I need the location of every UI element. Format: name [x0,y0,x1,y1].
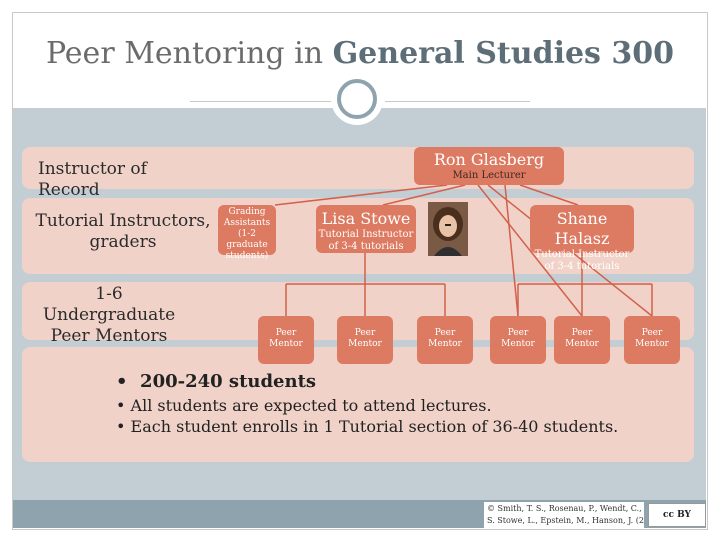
peer-mentor-line1: Peer [508,328,529,338]
peer-mentor-line2: Mentor [501,339,535,349]
main-lecturer-role: Main Lecturer [414,170,564,182]
student-count-text: 200-240 students [140,371,316,392]
cc-license-badge[interactable]: cc BY [648,503,706,527]
citation: © Smith, T. S., Rosenau, P., Wendt, C., … [484,502,644,528]
shane-role-line1: Tutorial Instructor [530,249,634,261]
citation-line2: S. Stowe, L., Epstein, M., Hanson, J. (2… [487,516,644,525]
box-main-lecturer: Ron Glasberg Main Lecturer [414,147,564,185]
instructor-photo [428,202,468,256]
grading-line1: Grading [218,207,276,218]
sections-text: Each student enrolls in 1 Tutorial secti… [131,417,619,436]
peer-mentor-line2: Mentor [428,339,462,349]
citation-line1: © Smith, T. S., Rosenau, P., Wendt, C., … [487,504,644,513]
lectures-text: All students are expected to attend lect… [131,396,492,415]
peer-mentor-line2: Mentor [269,339,303,349]
grading-line3: (1-2 graduate [218,229,276,251]
student-bullets: • 200-240 students • All students are ex… [116,370,618,437]
peer-mentor-line1: Peer [276,328,297,338]
peer-mentor-line2: Mentor [565,339,599,349]
grading-line2: Assistants [218,218,276,229]
peer-mentor-line1: Peer [355,328,376,338]
box-grading-assistants: Grading Assistants (1-2 graduate student… [218,205,276,255]
lisa-name: Lisa Stowe [316,209,416,229]
main-lecturer-name: Ron Glasberg [414,150,564,170]
lisa-role-line2: of 3-4 tutorials [316,241,416,253]
link-lisa-bus [286,252,445,316]
link-main-shane [520,185,578,205]
portrait-image [428,202,468,256]
peer-mentor-line1: Peer [642,328,663,338]
bullet-student-count: • 200-240 students [116,370,618,394]
box-lisa-stowe: Lisa Stowe Tutorial Instructor of 3-4 tu… [316,205,416,253]
peer-mentor-line1: Peer [435,328,456,338]
peer-mentor-line2: Mentor [635,339,669,349]
box-shane-halasz: Shane Halasz Tutorial Instructor of 3-4 … [530,205,634,253]
cc-license-label: cc BY [663,510,691,520]
shane-name: Shane Halasz [530,209,634,249]
grading-line4: students) [218,251,276,262]
peer-mentor-line1: Peer [572,328,593,338]
lisa-role-line1: Tutorial Instructor [316,229,416,241]
bullet-sections: • Each student enrolls in 1 Tutorial sec… [116,416,618,437]
circle-ornament [337,79,377,119]
bullet-lectures: • All students are expected to attend le… [116,395,618,416]
shane-role-line2: of 3-4 tutorials [530,261,634,273]
peer-mentor-line2: Mentor [348,339,382,349]
